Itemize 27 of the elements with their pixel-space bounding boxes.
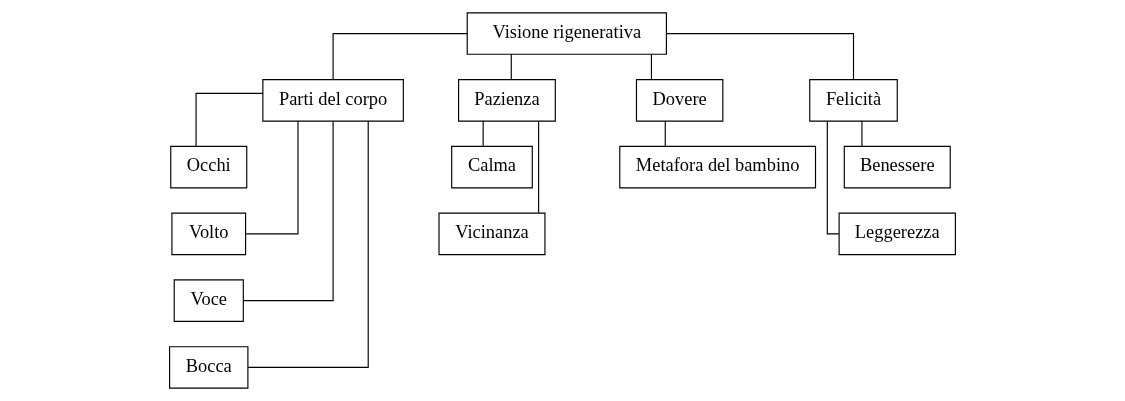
connector: [650, 53, 652, 80]
connector: [242, 120, 334, 302]
node-box: Parti del corpo: [262, 79, 404, 122]
node-box: Calma: [451, 145, 533, 189]
node-box: Leggerezza: [838, 212, 956, 256]
connector: [538, 120, 540, 214]
node-box: Felicità: [809, 79, 898, 122]
node-box: Visione rigenerativa: [466, 12, 667, 55]
node-box: Voce: [173, 279, 244, 322]
connector: [245, 120, 299, 235]
connector: [482, 120, 484, 147]
node-box: Benessere: [843, 145, 951, 189]
connector: [195, 92, 264, 147]
connector: [510, 53, 512, 80]
node-box: Pazienza: [458, 79, 556, 122]
node-box: Bocca: [169, 346, 249, 389]
node-box: Occhi: [170, 145, 248, 189]
connector: [247, 120, 369, 368]
connector: [332, 33, 468, 81]
node-box: Metafora del bambino: [619, 145, 817, 189]
connector: [666, 33, 855, 81]
node-box: Volto: [171, 212, 247, 256]
node-box: Vicinanza: [438, 212, 546, 256]
connector: [826, 120, 840, 235]
connector: [861, 120, 863, 147]
node-box: Dovere: [635, 79, 724, 122]
connector: [664, 120, 666, 147]
